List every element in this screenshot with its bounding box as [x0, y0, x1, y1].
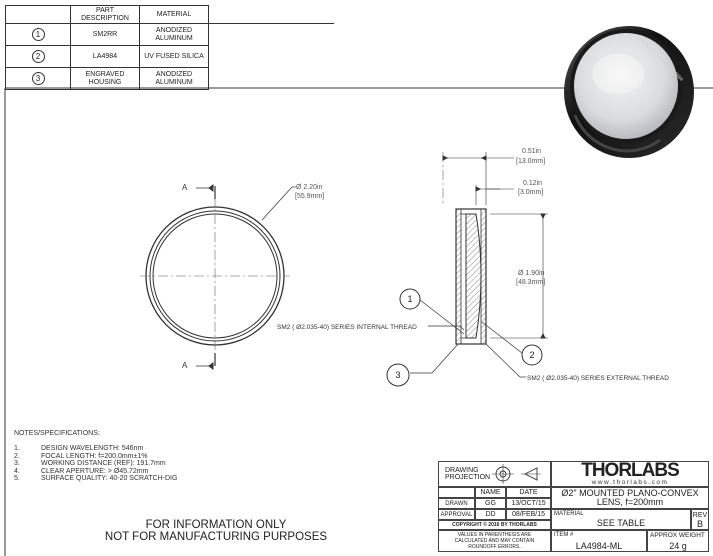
rev-value: B — [696, 518, 703, 529]
product-render-image: PLANO-CONVEX LA4984 — [564, 26, 694, 158]
date-header: DATE — [506, 487, 551, 498]
callout-bubble-1 — [399, 288, 421, 310]
title-block: DRAWING PROJECTION THORLABS www.thorlabs… — [438, 461, 709, 552]
dim-lens-edge-mm: [3.0mm] — [518, 189, 543, 196]
note-item: 4.CLEAR APERTURE: > Ø45.72mm — [14, 467, 149, 475]
values-note: VALUES IN PARENTHESIS ARE CALCULATED AND… — [438, 530, 551, 552]
note-item: 5.SURFACE QUALITY: 40-20 SCRATCH-DIG — [14, 475, 178, 483]
disclaimer: FOR INFORMATION ONLY NOT FOR MANUFACTURI… — [100, 519, 332, 543]
logo-cell: THORLABS www.thorlabs.com — [551, 461, 709, 487]
rev-label: REV — [692, 511, 708, 519]
material-label: MATERIAL — [554, 511, 584, 517]
note-item: 2.FOCAL LENGTH: f=200.0mm±1% — [14, 452, 148, 460]
section-label-bottom: A — [182, 361, 188, 370]
projection-label: DRAWING PROJECTION — [445, 467, 491, 481]
blank-header-cell — [438, 487, 475, 498]
weight-label: APPROX WEIGHT — [650, 532, 705, 539]
callout-1: 1 — [407, 294, 412, 304]
parts-table: PART DESCRIPTION MATERIAL 1 SM2RR ANODIZ… — [5, 5, 334, 90]
callout-bubble-3 — [386, 363, 410, 387]
notes-heading: NOTES/SPECIFICATIONS: — [14, 430, 100, 437]
drawn-name: GG — [475, 498, 506, 509]
parts-table-row-description: ENGRAVED HOUSING — [70, 67, 140, 90]
internal-thread-label: SM2 ( Ø2.035-40) SERIES INTERNAL THREAD — [277, 324, 417, 331]
parts-table-row-material: ANODIZED ALUMINUM — [139, 67, 209, 90]
disclaimer-line-2: NOT FOR MANUFACTURING PURPOSES — [104, 531, 328, 543]
approval-label: APPROVAL — [438, 509, 475, 520]
note-item: 1.DESIGN WAVELENGTH: 546nm — [14, 445, 144, 453]
drawing-title: Ø2" MOUNTED PLANO-CONVEX LENS, f=200mm — [551, 487, 709, 509]
weight-cell: APPROX WEIGHT 24 g — [647, 530, 709, 552]
dim-thickness-mm: [13.0mm] — [516, 158, 545, 165]
projection-symbol-icon — [492, 464, 541, 484]
drawn-date: 13/OCT/15 — [506, 498, 551, 509]
callout-2: 2 — [529, 350, 534, 360]
item-label: ITEM # — [554, 532, 574, 538]
parts-table-row-number: 3 — [5, 67, 71, 90]
note-item: 3.WORKING DISTANCE (REF): 191.7mm — [14, 460, 166, 468]
drawn-label: DRAWN — [438, 498, 475, 509]
approval-date: 08/FEB/15 — [506, 509, 551, 520]
dim-outer-diameter-mm: [55.9mm] — [295, 193, 324, 200]
website-label: www.thorlabs.com — [591, 478, 669, 486]
weight-value: 24 g — [669, 541, 687, 551]
front-view — [140, 184, 296, 370]
name-header: NAME — [475, 487, 506, 498]
approval-name: DD — [475, 509, 506, 520]
external-thread-label: SM2 ( Ø2.035-40) SERIES EXTERNAL THREAD — [527, 375, 669, 382]
copyright: COPYRIGHT © 2016 BY THORLABS — [438, 520, 551, 530]
material-cell: MATERIAL SEE TABLE — [551, 509, 691, 530]
dim-thickness: 0.51in — [522, 148, 541, 155]
section-label-top: A — [182, 183, 188, 192]
disclaimer-line-1: FOR INFORMATION ONLY — [145, 519, 287, 531]
dim-outer-diameter: Ø 2.20in — [296, 184, 323, 191]
callout-bubble-2 — [521, 344, 543, 366]
dim-clear-diameter-mm: [48.3mm] — [516, 279, 545, 286]
callout-3: 3 — [395, 370, 400, 380]
material-value: SEE TABLE — [596, 518, 646, 528]
projection-cell: DRAWING PROJECTION — [438, 461, 551, 487]
section-view — [410, 152, 548, 378]
thorlabs-logo: THORLABS — [581, 461, 680, 481]
item-value: LA4984-ML — [575, 541, 623, 551]
rev-cell: REV B — [691, 509, 709, 530]
dim-clear-diameter: Ø 1.90in — [518, 270, 545, 277]
dim-lens-edge: 0.12in — [523, 180, 542, 187]
item-cell: ITEM # LA4984-ML — [551, 530, 647, 552]
notes-specifications: NOTES/SPECIFICATIONS: 1.DESIGN WAVELENGT… — [14, 430, 177, 482]
parts-table-row-material: ANODIZED ALUMINUM — [139, 23, 209, 46]
